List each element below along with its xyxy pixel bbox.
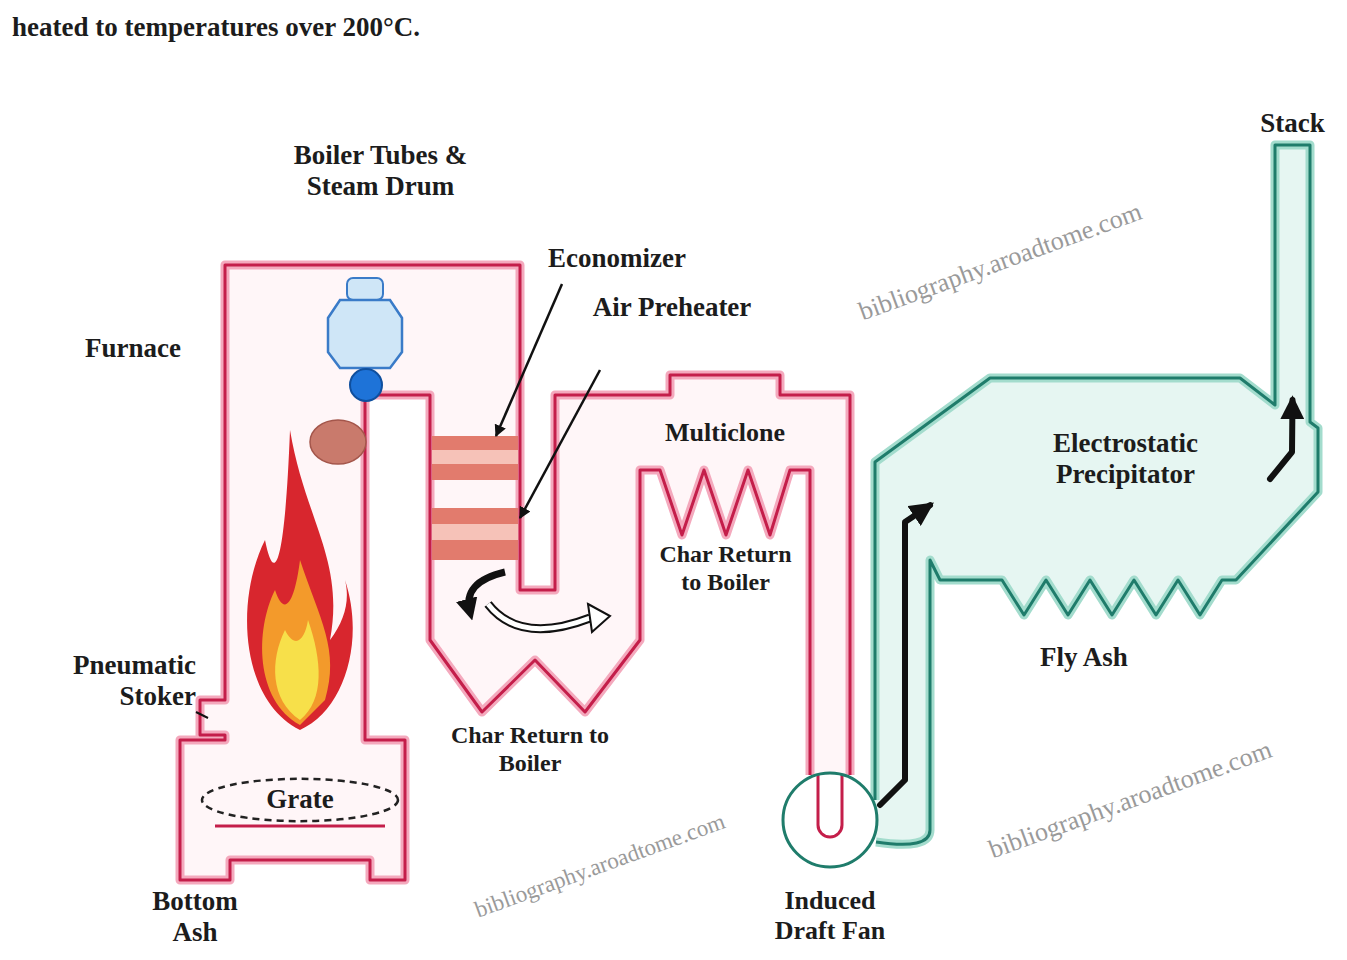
watermark: bibliography.aroadtome.com <box>855 197 1146 327</box>
flame <box>247 430 353 730</box>
part-label: Air Preheater <box>592 292 752 323</box>
economizer-band <box>432 450 518 464</box>
boiler-casing-inner <box>180 265 850 880</box>
flow-arrow <box>1270 400 1293 479</box>
grate-outline <box>202 779 398 821</box>
multiclone-box: Multiclone <box>640 395 810 470</box>
grate-ellipse-label: Grate <box>266 784 333 815</box>
electrostatic-precipitator-label: Electrostatic Precipitator <box>1008 428 1243 490</box>
leader-line <box>520 370 600 518</box>
watermark: bibliography.aroadtome.com <box>985 735 1276 865</box>
part-label: Char Return to Boiler <box>648 541 803 596</box>
boiler-tubes <box>310 420 366 464</box>
flow-arrow-outline <box>488 604 590 629</box>
steam-drum <box>328 300 402 368</box>
part-label: Bottom Ash <box>130 886 260 948</box>
economizer <box>432 436 518 480</box>
induced-draft-fan-outline <box>780 770 880 870</box>
air-preheater <box>432 508 518 560</box>
mud-drum <box>350 369 382 401</box>
part-label: Boiler Tubes & Steam Drum <box>268 140 493 202</box>
flame <box>262 560 330 725</box>
electrostatic-precipitator: Electrostatic Precipitator <box>930 378 1270 580</box>
stack-pipe: Stack <box>1275 145 1310 400</box>
induced-draft-fan-label: Induced Draft Fan <box>755 886 905 946</box>
grate-bar <box>215 825 385 828</box>
part-label: Fly Ash <box>1040 642 1128 673</box>
grate-ellipse: Grate <box>200 777 400 823</box>
induced-draft-fan: Induced Draft Fan <box>780 770 880 870</box>
steam-drum-top <box>347 278 383 300</box>
leader-line <box>196 712 208 718</box>
fan-duct <box>818 775 842 837</box>
part-label: Economizer <box>548 243 686 274</box>
air-preheater-band <box>432 524 518 540</box>
flow-arrow <box>488 604 590 629</box>
leader-line <box>496 284 562 436</box>
part-label: Pneumatic Stoker <box>28 650 196 712</box>
furnace-chamber: FurnaceGrate <box>180 265 405 880</box>
furnace-chamber-label: Furnace <box>85 333 181 364</box>
flow-arrow-head <box>588 604 610 632</box>
caption-text: heated to temperatures over 200°C. <box>12 12 420 43</box>
fan-casing <box>783 773 877 867</box>
part-label: Char Return to Boiler <box>435 722 625 777</box>
stack-pipe-label: Stack <box>1260 108 1325 139</box>
flow-arrow <box>880 505 930 805</box>
multiclone-box-label: Multiclone <box>665 418 785 448</box>
flame <box>275 620 319 720</box>
watermark: bibliography.aroadtome.com <box>471 808 728 923</box>
boiler-casing <box>180 265 850 880</box>
